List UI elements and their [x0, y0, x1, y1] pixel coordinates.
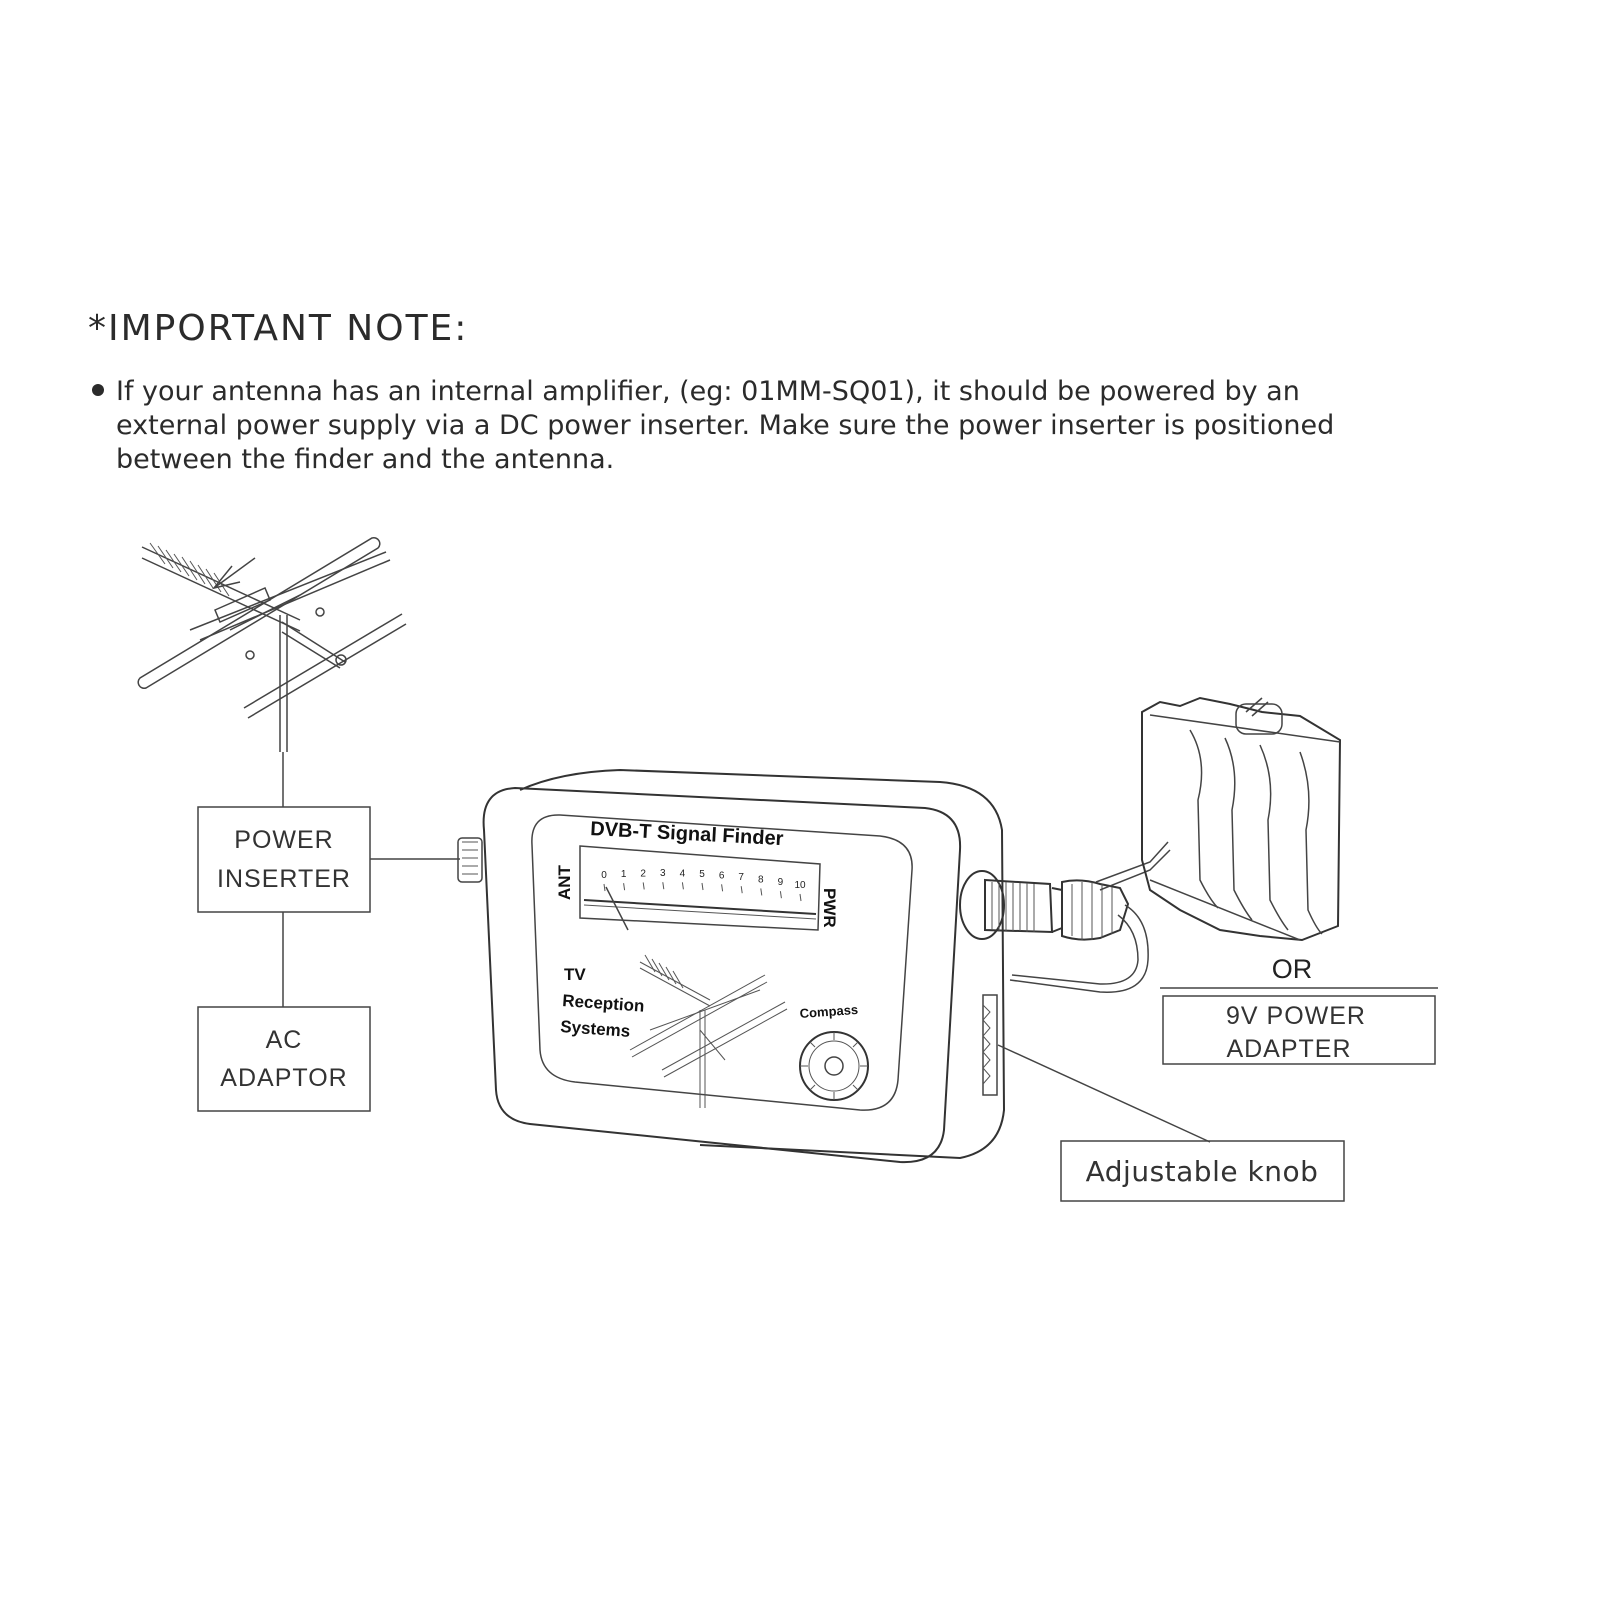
power-adapter-label-1: 9V POWER: [1226, 1002, 1366, 1030]
ac-adaptor-box: AC ADAPTOR: [197, 1006, 371, 1112]
antenna-illustration: [137, 536, 407, 752]
meter-tick-label: 2: [640, 868, 646, 879]
meter-tick-label: 10: [794, 880, 806, 891]
device-title: DVB-T Signal Finder: [590, 818, 784, 850]
meter-baseline: [583, 899, 817, 915]
pwr-connector: [959, 870, 1130, 941]
bullet-icon: [92, 384, 104, 396]
meter-tick: [662, 882, 665, 890]
compass-label: Compass: [799, 1002, 858, 1021]
meter-tick: [721, 884, 724, 892]
meter-tick: [799, 893, 802, 902]
power-cable-loop: [1009, 904, 1149, 993]
meter-tick-label: 3: [660, 868, 666, 879]
power-inserter-label-1: POWER: [234, 826, 333, 854]
power-inserter-label-2: INSERTER: [217, 865, 351, 893]
meter-tick: [701, 882, 704, 891]
note-line-1: If your antenna has an internal amplifie…: [116, 376, 1300, 407]
meter-needle: [605, 886, 629, 931]
adjustable-knob-label: Adjustable knob: [1086, 1155, 1319, 1188]
signal-meter: ANT PWR 0 1 2 3 4 5 6 7 8 9 10: [555, 845, 839, 931]
meter-scale: 0 1 2 3 4 5 6 7 8 9 10: [601, 868, 806, 902]
meter-tick: [623, 883, 626, 891]
meter-tick-label: 9: [778, 877, 784, 888]
brand-line-3: Systems: [560, 1017, 631, 1041]
ant-label: ANT: [555, 864, 574, 900]
note-heading: *IMPORTANT NOTE:: [88, 308, 468, 349]
note-line-3: between the finder and the antenna.: [116, 444, 614, 475]
ac-adaptor-label-1: AC: [266, 1026, 303, 1054]
meter-tick: [760, 888, 763, 896]
device-antenna-graphic: [629, 954, 788, 1108]
brand-line-1: TV: [564, 965, 586, 984]
meter-tick-label: 4: [680, 868, 686, 879]
or-label: OR: [1272, 954, 1313, 984]
ac-adaptor-label-2: ADAPTOR: [220, 1064, 347, 1092]
meter-tick: [642, 882, 645, 890]
pwr-label: PWR: [820, 888, 839, 928]
meter-tick-label: 7: [738, 872, 744, 883]
signal-finder-device: DVB-T Signal Finder ANT PWR 0 1 2 3 4 5 6 7 8 9 10…: [457, 768, 1130, 1164]
meter-tick-label: 0: [601, 870, 607, 881]
battery-wire: [1099, 849, 1171, 891]
meter-tick: [603, 883, 606, 892]
meter-tick-label: 5: [699, 869, 705, 880]
meter-tick-label: 1: [621, 869, 627, 880]
power-adapter-label-2: ADAPTER: [1226, 1035, 1351, 1063]
battery-holder: [1141, 696, 1342, 942]
note-line-2: external power supply via a DC power ins…: [116, 410, 1334, 441]
brand-line-2: Reception: [562, 991, 645, 1016]
meter-tick-label: 8: [758, 874, 764, 885]
ant-connector: [457, 837, 483, 883]
meter-tick-label: 6: [719, 870, 725, 881]
power-adapter-9v-box: 9V POWER ADAPTER: [1162, 995, 1436, 1065]
side-knob: [982, 994, 998, 1096]
compass: Compass: [799, 1002, 869, 1101]
meter-tick: [779, 891, 782, 899]
meter-tick: [681, 882, 684, 890]
knob-leader-line: [997, 1044, 1211, 1143]
power-inserter-box: POWER INSERTER: [197, 806, 371, 913]
adjustable-knob-box: Adjustable knob: [1060, 1140, 1345, 1202]
meter-tick: [740, 886, 743, 894]
